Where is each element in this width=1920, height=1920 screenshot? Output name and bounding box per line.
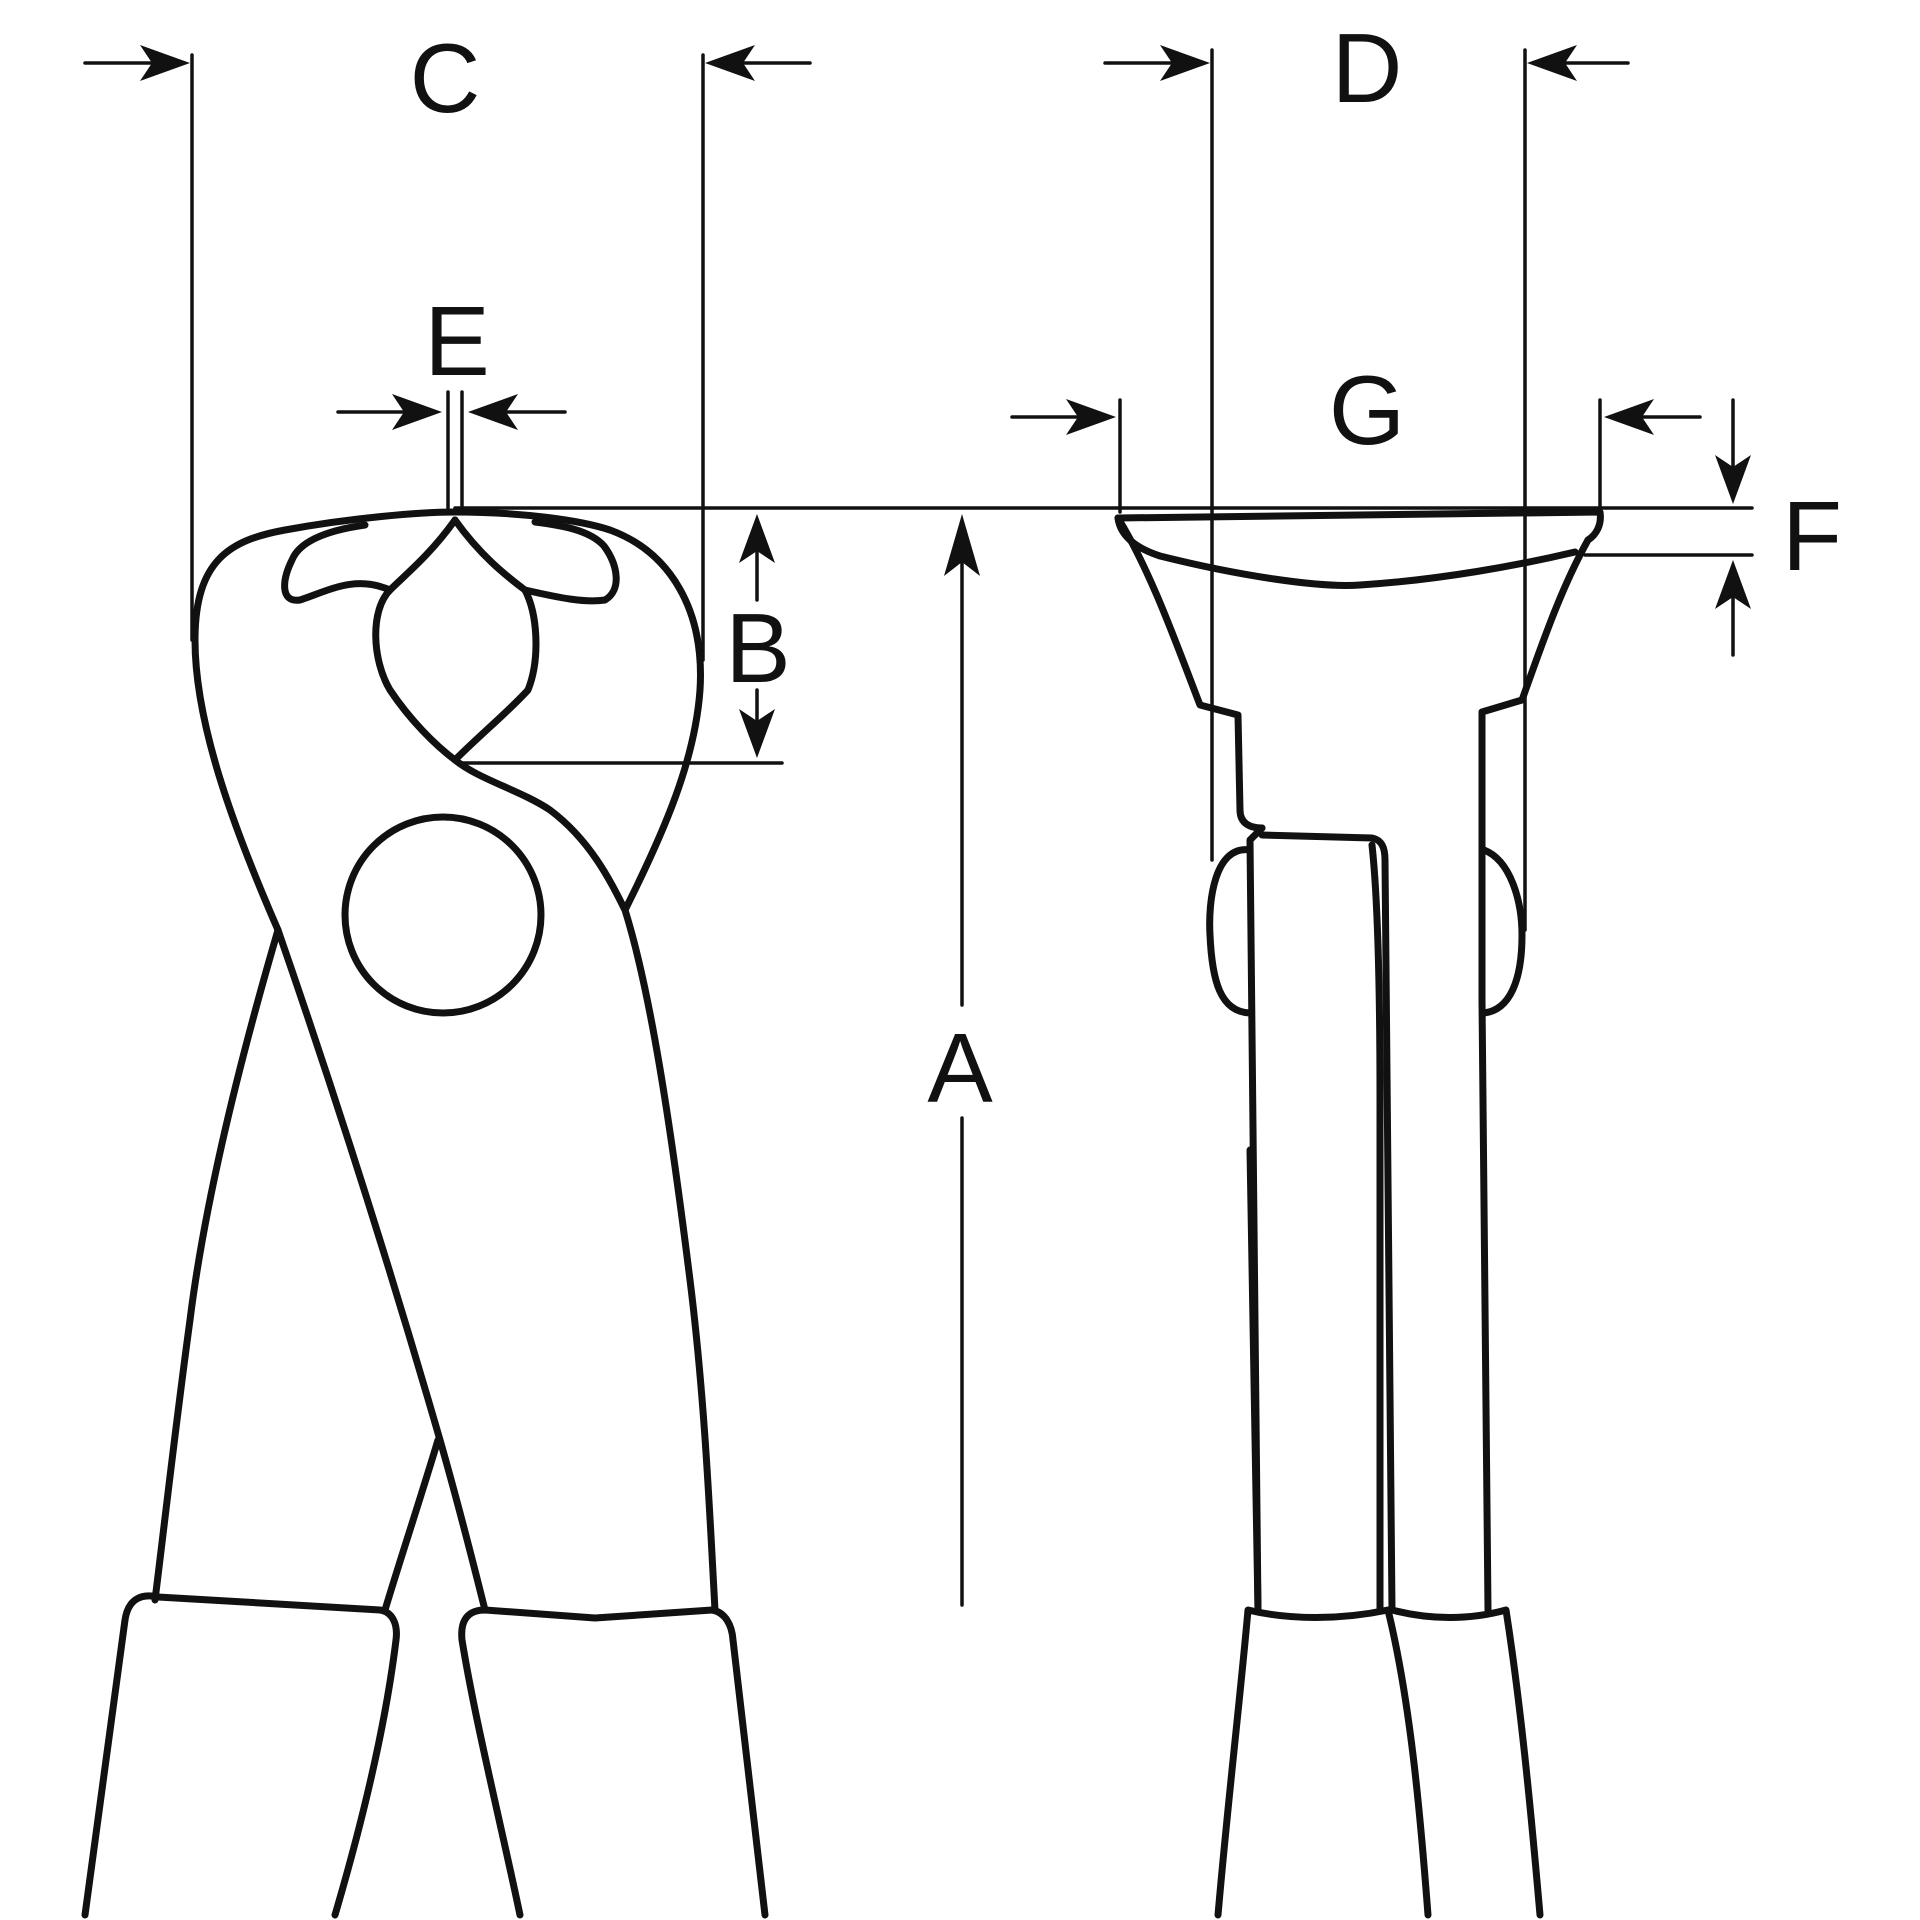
label-d: D xyxy=(1332,13,1403,123)
front-left-grip xyxy=(81,1592,400,1919)
side-head-top xyxy=(1114,508,1604,544)
dim-g-left-arrow xyxy=(1066,399,1116,435)
dim-f-top-arrow xyxy=(1715,455,1751,504)
label-e: E xyxy=(424,286,489,396)
dim-e-right-arrow xyxy=(468,394,518,430)
dim-c-right-arrow xyxy=(705,45,755,81)
label-b: B xyxy=(725,593,790,703)
pivot-rivet xyxy=(341,813,545,1017)
side-right-boss xyxy=(1480,846,1526,1017)
front-inner-arm xyxy=(381,1436,442,1614)
front-head-outline xyxy=(191,508,704,914)
dim-d-left-arrow xyxy=(1160,45,1210,81)
dim-f-bottom-arrow xyxy=(1715,560,1751,609)
side-center-plate xyxy=(1258,831,1396,1614)
side-right-handle xyxy=(1478,996,1492,1614)
side-right-grip xyxy=(1388,1606,1544,1919)
dim-g-right-arrow xyxy=(1604,399,1654,435)
side-left-flank xyxy=(1114,514,1266,832)
front-right-grip xyxy=(458,1606,769,1919)
front-right-jaw-lobe xyxy=(451,516,620,605)
side-left-boss xyxy=(1206,846,1254,1017)
dim-a-top-arrow xyxy=(944,514,980,576)
dim-c-left-arrow xyxy=(140,45,190,81)
label-a: A xyxy=(927,1013,993,1123)
label-g: G xyxy=(1329,355,1405,465)
dim-b-bottom-arrow xyxy=(739,709,775,758)
label-c: C xyxy=(410,23,481,133)
side-left-grip xyxy=(1214,1606,1432,1919)
side-right-flank xyxy=(1478,536,1592,1004)
front-right-jaw-lower xyxy=(451,756,719,1614)
front-view xyxy=(81,508,769,1919)
side-head-bevel xyxy=(1114,514,1579,589)
front-left-arm-outer xyxy=(151,926,282,1604)
dim-e-left-arrow xyxy=(392,394,442,430)
front-left-jaw-lobe xyxy=(281,516,459,604)
front-left-jaw xyxy=(191,636,282,934)
dim-d-right-arrow xyxy=(1527,45,1577,81)
front-jaw-cavity xyxy=(372,586,540,764)
front-crossing-arm xyxy=(274,926,489,1614)
dimension-lines xyxy=(83,45,1754,1607)
side-left-handle xyxy=(1246,1146,1262,1614)
dim-b-top-arrow xyxy=(739,514,775,563)
label-f: F xyxy=(1782,481,1842,591)
dimension-labels: C D E G F B A xyxy=(410,13,1842,1123)
side-plate-seam xyxy=(1368,841,1384,1614)
side-view xyxy=(1114,508,1604,1919)
